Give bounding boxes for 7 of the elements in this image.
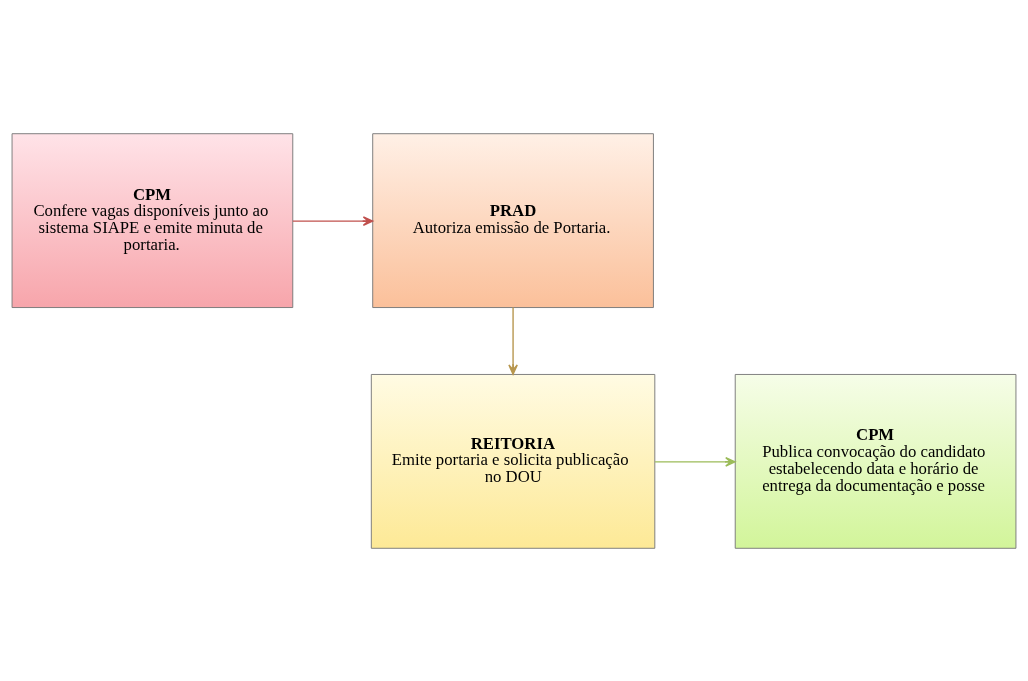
arrow	[654, 456, 736, 467]
arrow	[292, 215, 374, 226]
node-box: CPM Publica convocação do candidato estabelecendo data e horário de entrega da documentação e posse	[734, 373, 1017, 549]
node-box: PRAD Autoriza emissão de Portaria.	[372, 132, 654, 308]
node-box: CPM Confere vagas disponíveis junto ao sistema SIAPE e emite minuta de portaria.	[11, 132, 294, 308]
node-box: REITORIA Emite portaria e solicita publicação no DOU	[370, 373, 656, 549]
arrow	[508, 306, 518, 375]
